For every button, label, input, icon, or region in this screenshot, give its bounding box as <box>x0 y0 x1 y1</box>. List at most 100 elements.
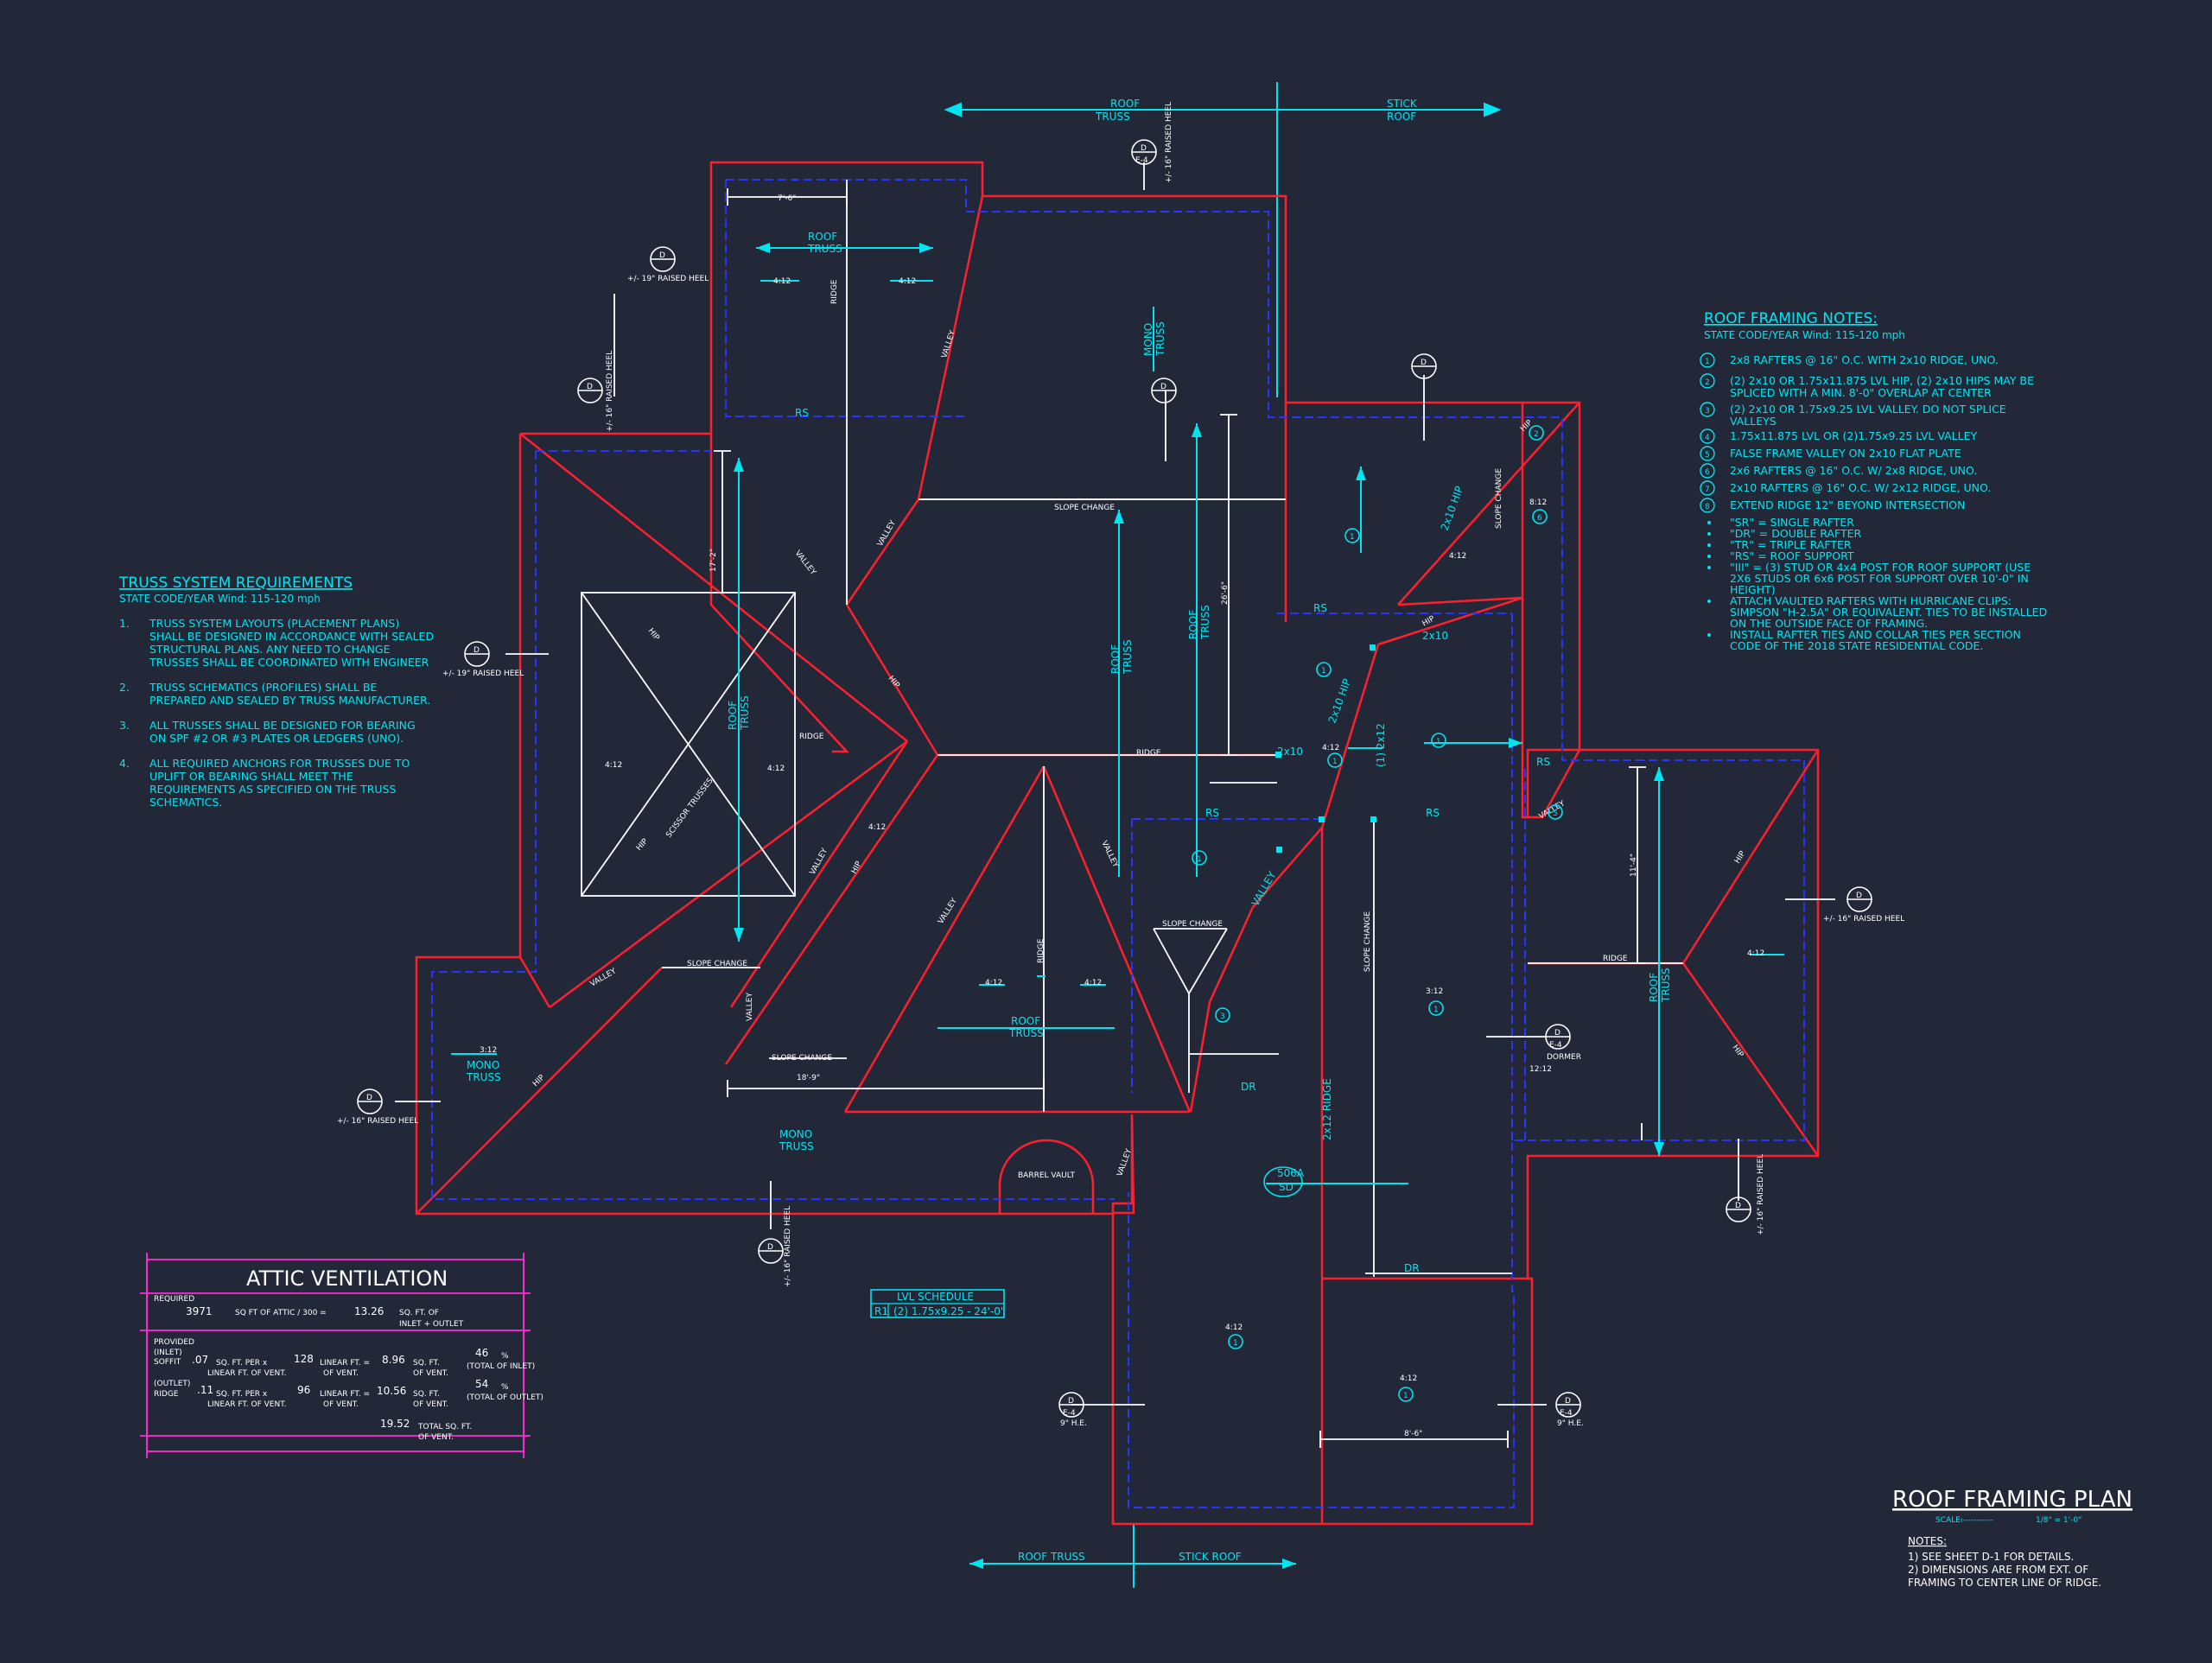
attic-total-text: TOTAL SQ. FT. <box>417 1423 472 1431</box>
callout-d-12: D <box>1735 1202 1741 1210</box>
label-dr-2: DR <box>1404 1262 1420 1274</box>
top-legend-stick: STICK <box>1387 98 1418 110</box>
callout-d-9: D <box>1068 1397 1074 1406</box>
pitch-3: 4:12 <box>773 277 791 286</box>
attic-soffit-pct-sign: % <box>501 1352 509 1361</box>
notes-label: NOTES: <box>1908 1535 1947 1547</box>
title-note-3: FRAMING TO CENTER LINE OF RIDGE. <box>1908 1577 2101 1589</box>
detail-callout-text: D D D D D D D D D D D D D E-4 E-4 E-4 E-… <box>366 144 1862 1418</box>
roof-note-3-line-2: VALLEYS <box>1730 415 1777 428</box>
label-hip-4: HIP <box>850 860 864 875</box>
roof-note-4: 1.75x11.875 LVL OR (2)1.75x9.25 LVL VALL… <box>1730 429 1977 442</box>
label-hip-7: HIP <box>1731 1044 1745 1059</box>
heel-label-6: 9" H.E. <box>1557 1419 1584 1428</box>
attic-required-area: 3971 <box>186 1305 213 1317</box>
attic-soffit-sqft: SQ. FT. <box>413 1359 440 1368</box>
callout-d-3: D <box>587 383 593 391</box>
label-roof-truss-v1: ROOF <box>1109 644 1122 674</box>
callout-d-13: D <box>1554 1029 1560 1038</box>
roof-note-num-5: 5 <box>1705 451 1710 460</box>
pitch-8: 4:12 <box>1449 552 1466 561</box>
label-valley-1: VALLEY <box>940 329 957 359</box>
label-mono-2: MONO <box>779 1128 812 1140</box>
heel-label-bottom: +/- 16" RAISED HEEL <box>784 1206 792 1287</box>
marker-1g: 1 <box>1233 1339 1238 1348</box>
label-rs-4: RS <box>1426 807 1440 819</box>
marker-1c: 1 <box>1321 667 1326 676</box>
truss-req-title: TRUSS SYSTEM REQUIREMENTS <box>118 574 353 592</box>
scale-value: 1/8" = 1'-0" <box>2036 1516 2082 1525</box>
lvl-schedule-row: (2) 1.75x9.25 - 24'-0" <box>893 1305 1005 1317</box>
truss-req-num-1: 1. <box>119 617 130 630</box>
label-dr-1: DR <box>1241 1081 1256 1093</box>
marker-1f: 1 <box>1403 1392 1408 1400</box>
label-roof-truss-south: ROOF <box>1011 1015 1040 1027</box>
heel-label-2: +/- 19" RAISED HEEL <box>442 670 524 678</box>
label-mono-truss-1: TRUSS <box>466 1071 501 1083</box>
roof-bullet-ties-1: INSTALL RAFTER TIES AND COLLAR TIES PER … <box>1730 628 2021 641</box>
attic-required-sub: INLET + OUTLET <box>399 1320 464 1329</box>
label-mono-1: MONO <box>467 1059 499 1071</box>
roof-framing-notes: ROOF FRAMING NOTES: STATE CODE/YEAR Wind… <box>1700 310 2047 652</box>
attic-ridge-pct: 54 <box>475 1378 488 1390</box>
roof-note-2-line-2: SPLICED WITH A MIN. 8'-0" OVERLAP AT CEN… <box>1730 386 1992 399</box>
title-note-1: 1) SEE SHEET D-1 FOR DETAILS. <box>1908 1551 2074 1563</box>
label-truss-north: TRUSS <box>807 243 842 255</box>
roof-bullet-post-1: "III" = (3) STUD OR 4x4 POST FOR ROOF SU… <box>1730 561 2031 574</box>
attic-provided-label: PROVIDED <box>154 1338 194 1347</box>
bottom-legend-left: ROOF TRUSS <box>1018 1551 1085 1563</box>
label-2x10-hip: 2x10 HIP <box>1326 677 1353 725</box>
marker-6: 6 <box>1537 514 1542 523</box>
roof-note-num-4: 4 <box>1705 434 1710 442</box>
roof-note-8: EXTEND RIDGE 12" BEYOND INTERSECTION <box>1730 498 1965 511</box>
pitch-7: 4:12 <box>1322 744 1339 752</box>
callout-d-4: D <box>1160 383 1166 391</box>
title-note-2: 2) DIMENSIONS ARE FROM EXT. OF <box>1908 1564 2088 1576</box>
annotation-lines <box>451 247 1784 1184</box>
attic-title: ATTIC VENTILATION <box>246 1266 448 1291</box>
label-valley-6: VALLEY <box>746 993 754 1021</box>
heel-label-1: +/- 19" RAISED HEEL <box>627 275 709 283</box>
callout-d-7: D <box>366 1094 372 1102</box>
roof-bullet-dr: "DR" = DOUBLE RAFTER <box>1730 527 1861 540</box>
marker-3: 3 <box>1220 1012 1225 1021</box>
attic-ridge-linear: LINEAR FT. = <box>320 1390 370 1399</box>
heel-labels: +/- 19" RAISED HEEL +/- 19" RAISED HEEL … <box>337 275 1904 1428</box>
label-ridge-1: RIDGE <box>1136 749 1161 758</box>
roof-outline <box>415 161 1820 1526</box>
attic-total: 19.52 <box>380 1418 410 1430</box>
pitch-5: 4:12 <box>985 979 1002 987</box>
attic-ridge-of-vent: OF VENT. <box>323 1400 359 1409</box>
pitch-13: 3:12 <box>480 1046 497 1055</box>
attic-total-sub: OF VENT. <box>418 1433 454 1442</box>
lvl-schedule-tag: R1 <box>874 1305 888 1317</box>
label-mono-truss-v: TRUSS <box>1154 321 1166 357</box>
attic-ridge-factor: .11 <box>197 1384 213 1396</box>
top-legend-roof-right: ROOF <box>1387 111 1416 123</box>
label-rs-5: RS <box>1536 756 1550 768</box>
roof-bullet-ties-2: CODE OF THE 2018 STATE RESIDENTIAL CODE. <box>1730 639 1983 652</box>
attic-ridge-area: 10.56 <box>377 1385 406 1397</box>
callout-ref-10: E-4 <box>1560 1409 1573 1418</box>
label-slope-change-2: SLOPE CHANGE <box>687 960 747 968</box>
truss-req-1-line-1: TRUSS SYSTEM LAYOUTS (PLACEMENT PLANS) <box>149 617 399 630</box>
callout-d-10: D <box>1565 1397 1571 1406</box>
roof-note-3-line-1: (2) 2x10 OR 1.75x9.25 LVL VALLEY. DO NOT… <box>1730 403 2006 416</box>
label-valley-3: VALLEY <box>793 549 817 578</box>
callout-d-2: D <box>659 251 665 260</box>
roof-bullet-clips-2: SIMPSON "H-2.5A" OR EQUIVALENT. TIES TO … <box>1730 606 2047 619</box>
label-2x10-right: 2x10 <box>1422 630 1448 642</box>
roof-bullet-post-3: HEIGHT) <box>1730 583 1776 596</box>
truss-req-num-3: 3. <box>119 719 130 732</box>
label-dormer: DORMER <box>1547 1053 1581 1062</box>
marker-1h: 1 <box>1197 855 1202 864</box>
roof-note-num-2: 2 <box>1705 378 1710 387</box>
pitch-11: 4:12 <box>1225 1323 1243 1332</box>
label-2x12-ridge: 2x12 RIDGE <box>1321 1078 1333 1140</box>
attic-soffit-factor: .07 <box>192 1354 208 1366</box>
top-legend-roof: ROOF <box>1110 98 1140 110</box>
pitch-scissor-1: 4:12 <box>767 765 785 773</box>
attic-soffit-per: SQ. FT. PER x <box>216 1359 268 1368</box>
